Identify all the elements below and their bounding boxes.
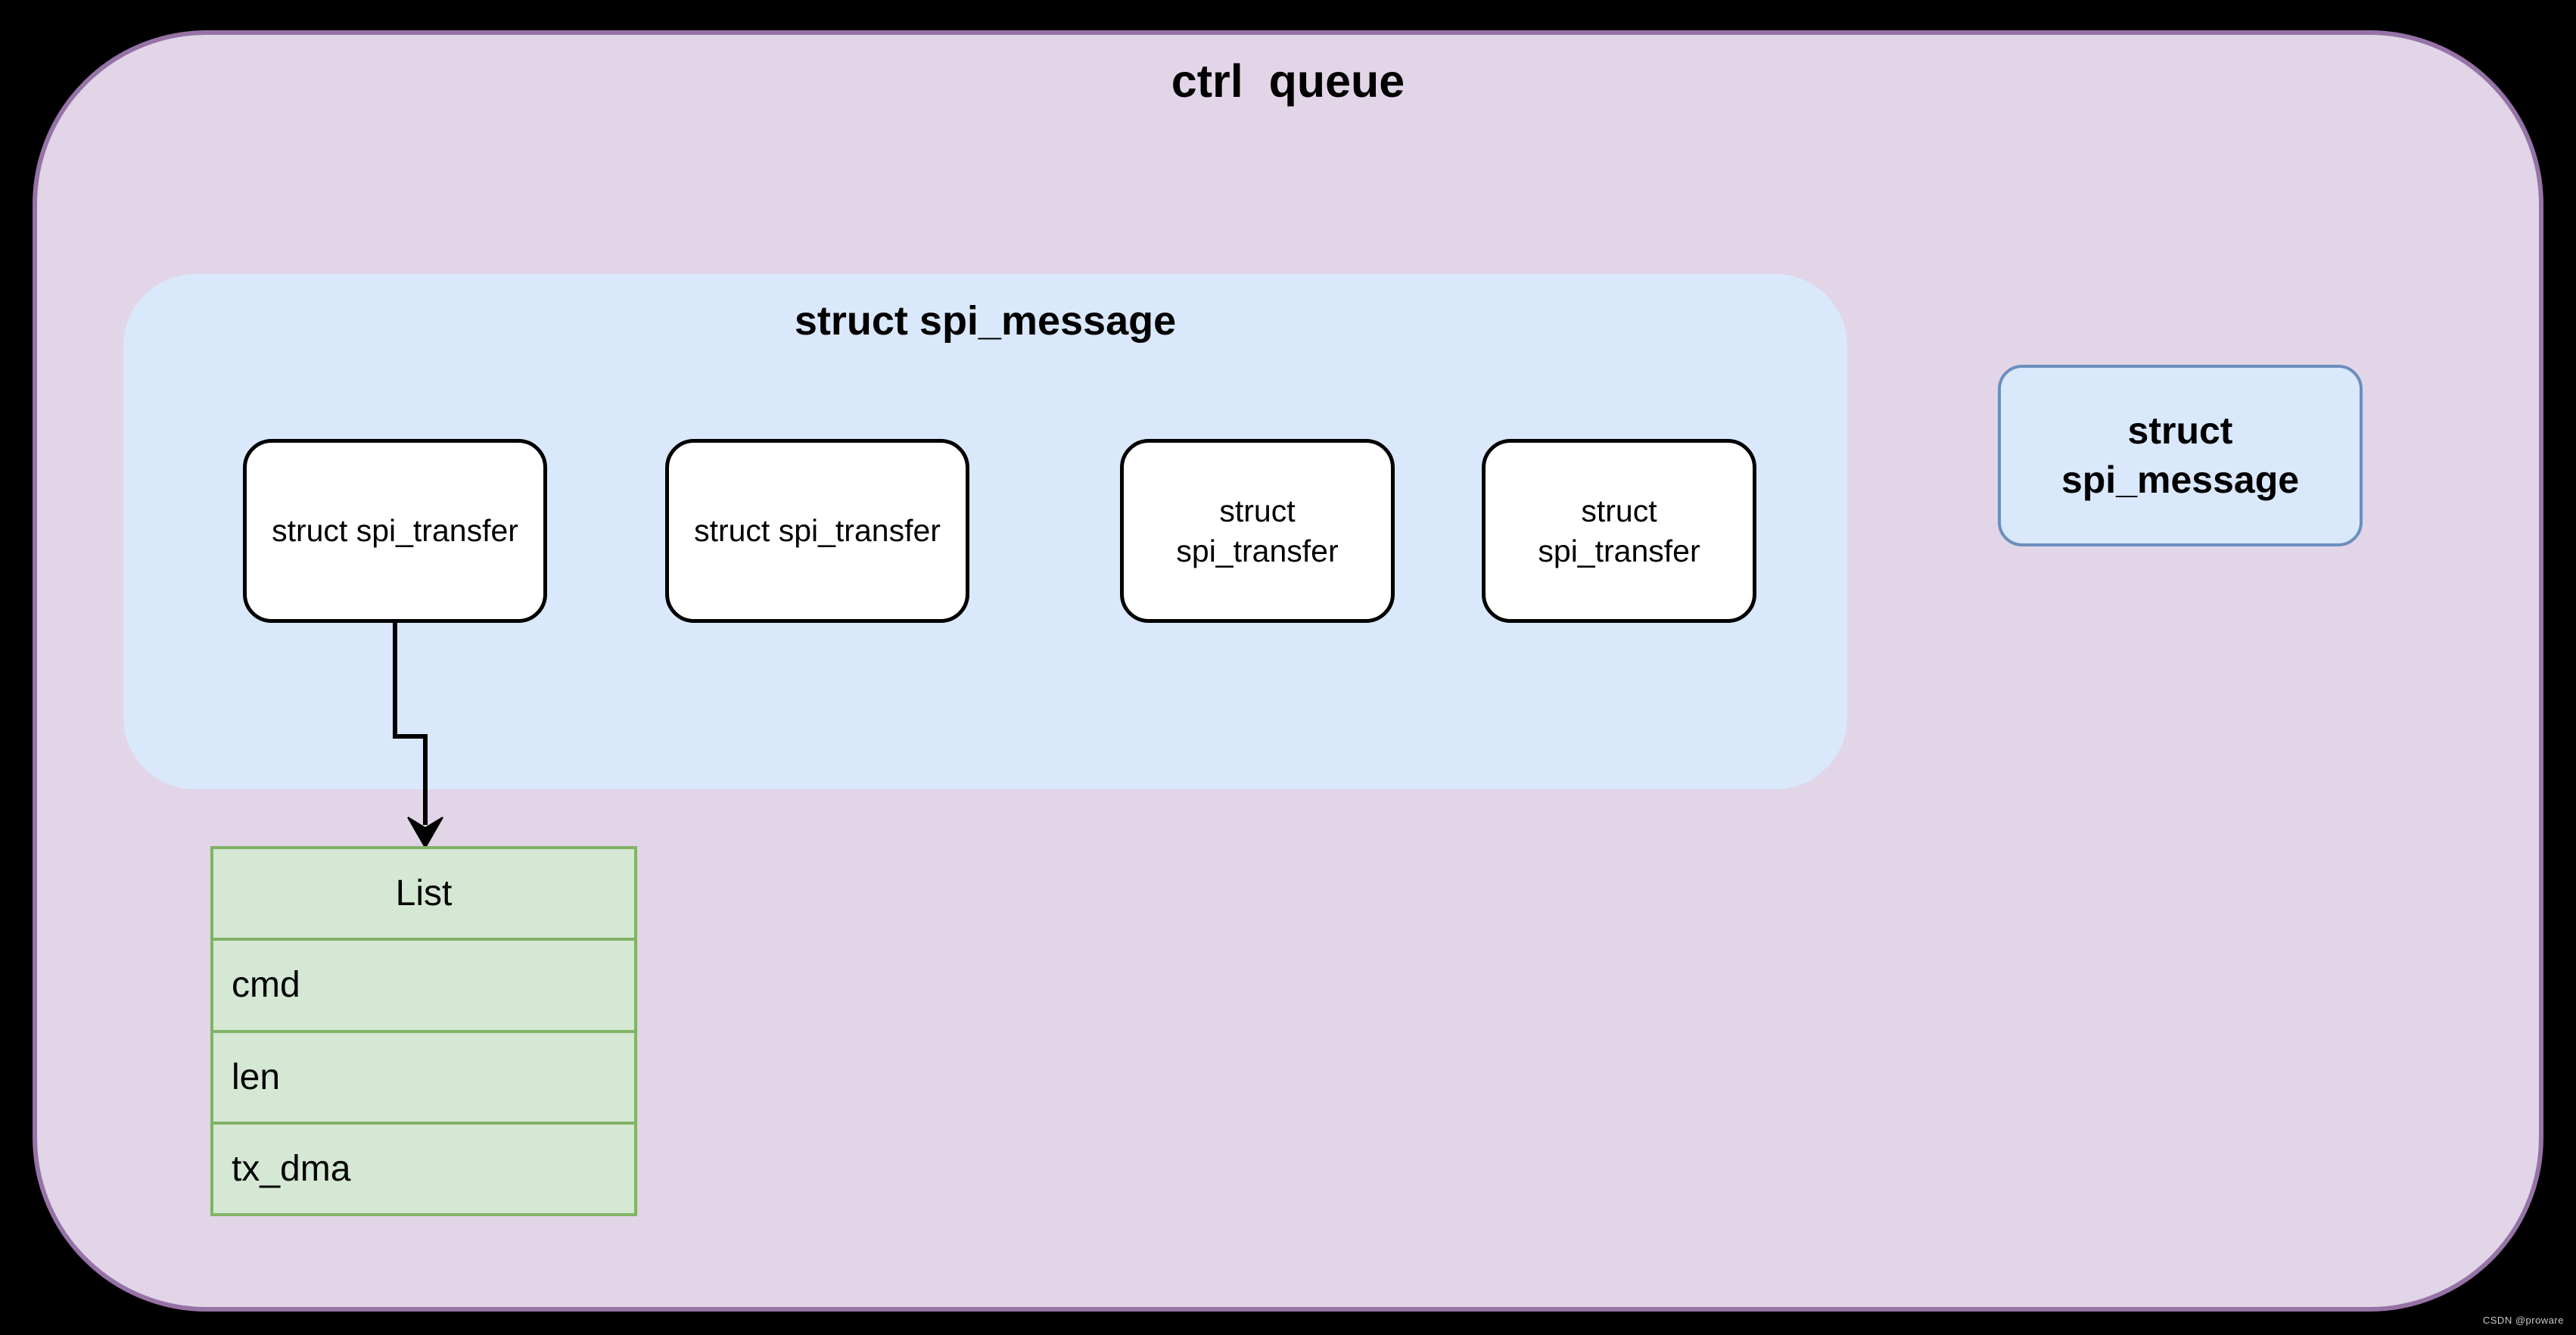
spi-transfer-box-1: struct spi_transfer — [243, 439, 547, 623]
list-table-row-txdma: tx_dma — [232, 1148, 351, 1189]
list-table: List cmd len tx_dma — [210, 846, 637, 1216]
ctrl-queue-title: ctrl queue — [1171, 55, 1405, 107]
watermark: CSDN @proware — [2482, 1315, 2564, 1326]
list-table-row-cmd: cmd — [213, 941, 634, 1033]
spi-transfer-box-3: struct spi_transfer — [1120, 439, 1395, 623]
list-table-header: List — [213, 849, 634, 941]
spi-message-box: struct spi_message — [1998, 365, 2363, 546]
spi-transfer-box-4: struct spi_transfer — [1482, 439, 1756, 623]
list-table-row-len: len — [213, 1033, 634, 1125]
spi-message-group-title: struct spi_message — [794, 298, 1177, 344]
spi-transfer-box-2: struct spi_transfer — [665, 439, 969, 623]
